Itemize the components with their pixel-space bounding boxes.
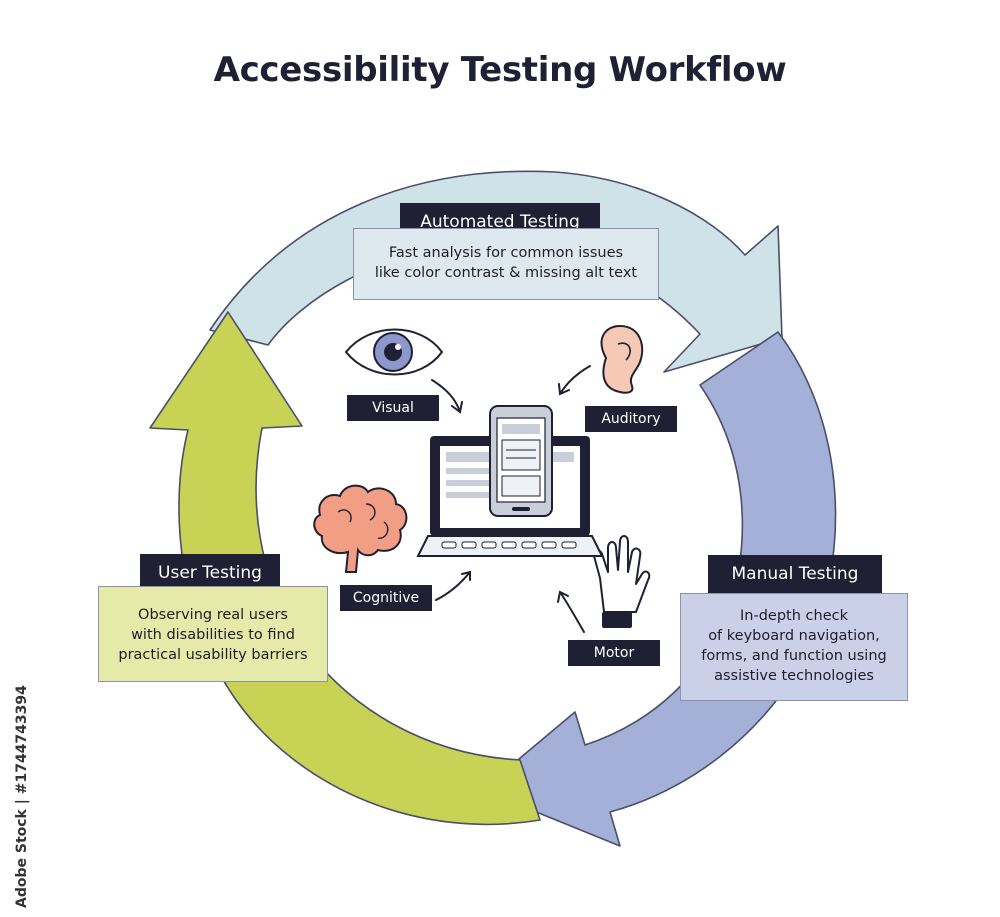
- automated-testing-description: Fast analysis for common issues like col…: [353, 228, 659, 300]
- eye-icon: [346, 330, 442, 375]
- manual-desc-line-3: forms, and function using: [681, 646, 907, 666]
- manual-testing-label: Manual Testing: [708, 555, 882, 593]
- automated-desc-line-2: like color contrast & missing alt text: [354, 263, 658, 283]
- user-desc-line-3: practical usability barriers: [99, 645, 327, 665]
- manual-testing-description: In-depth check of keyboard navigation, f…: [680, 593, 908, 701]
- automated-desc-line-1: Fast analysis for common issues: [354, 243, 658, 263]
- user-desc-line-2: with disabilities to find: [99, 625, 327, 645]
- stock-id-label: Adobe Stock | #1744743394: [14, 668, 30, 908]
- manual-desc-line-2: of keyboard navigation,: [681, 626, 907, 646]
- cognitive-tag: Cognitive: [340, 585, 432, 611]
- manual-desc-line-4: assistive technologies: [681, 666, 907, 686]
- user-testing-description: Observing real users with disabilities t…: [98, 586, 328, 682]
- motor-tag: Motor: [568, 640, 660, 666]
- brain-icon: [314, 486, 406, 572]
- manual-desc-line-1: In-depth check: [681, 606, 907, 626]
- phone-icon: [490, 406, 552, 516]
- auditory-pointer-arrow: [559, 366, 590, 394]
- hand-icon: [594, 536, 650, 628]
- visual-tag: Visual: [347, 395, 439, 421]
- cognitive-pointer-arrow: [436, 572, 470, 600]
- ear-icon: [602, 326, 643, 393]
- user-desc-line-1: Observing real users: [99, 605, 327, 625]
- stock-id-text: Adobe Stock | #1744743394: [14, 668, 34, 908]
- auditory-tag: Auditory: [585, 406, 677, 432]
- motor-pointer-arrow: [558, 592, 584, 632]
